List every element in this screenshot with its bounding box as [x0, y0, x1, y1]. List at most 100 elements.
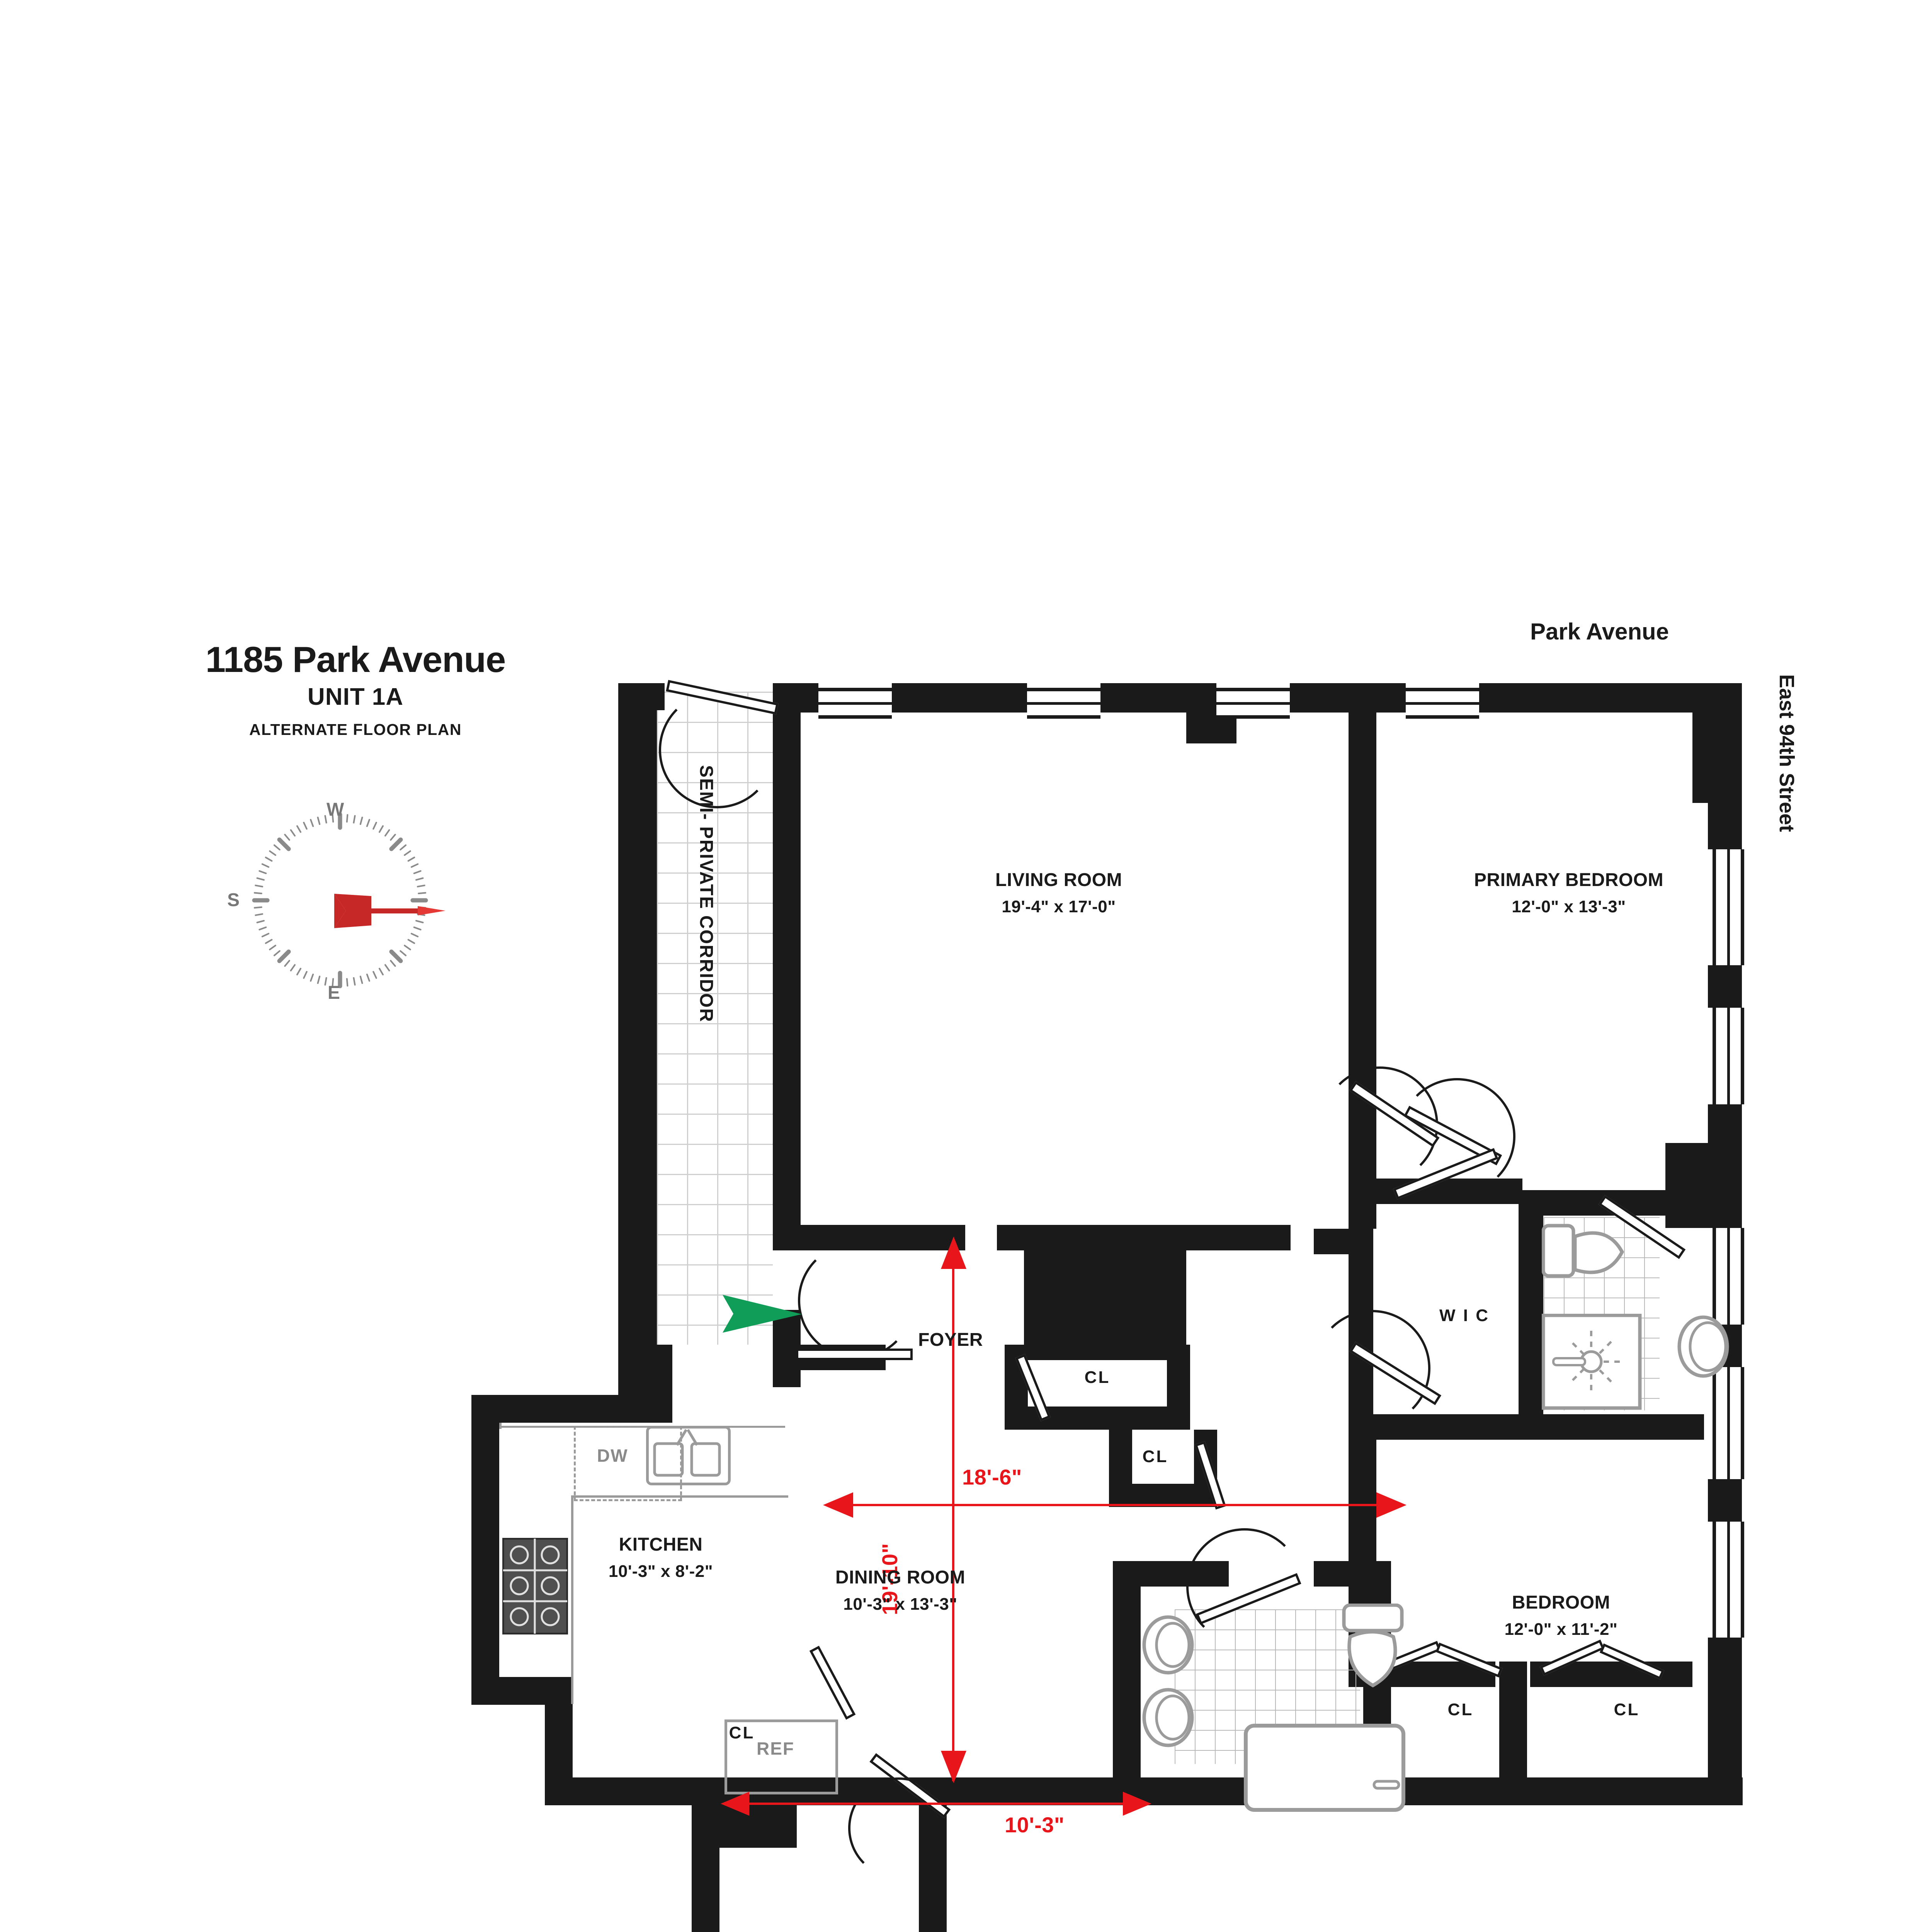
room-dim-bedroom: 12'-0" x 11'-2" — [1504, 1620, 1618, 1639]
dim-arrow-right-18-6 — [1376, 1492, 1406, 1518]
hall-bath-double-sinks-icon — [1142, 1615, 1194, 1747]
space-label-closet-bed-2: CL — [1614, 1700, 1640, 1719]
space-label-closet-kitchen: CL — [729, 1723, 755, 1742]
wall-hallbath-left — [1113, 1561, 1141, 1777]
window-top-4 — [1406, 688, 1479, 719]
wall-right-seg-1 — [1708, 803, 1742, 849]
compass-rose: W S E — [227, 799, 446, 1003]
compass-tickmarks-icon — [252, 812, 428, 988]
room-dim-dining-room: 10'-3" x 13'-3" — [843, 1595, 957, 1614]
wall-top-segment-1 — [773, 683, 818, 713]
wall-wic-right — [919, 1805, 947, 1932]
hall-bath-toilet-icon — [1342, 1604, 1404, 1688]
wall-wic-primary-jamb — [1314, 1229, 1350, 1254]
space-label-closet-bed-1: CL — [1447, 1700, 1474, 1719]
dim-arrow-down-19-10 — [941, 1751, 966, 1783]
window-top-2 — [1027, 688, 1100, 719]
door-arc-primary-bath — [1399, 1078, 1515, 1195]
wall-corridor-bottom-left — [618, 1345, 672, 1399]
wall-closet-foyer1-bottom — [1005, 1406, 1190, 1430]
wall-living-bottom-left — [799, 1225, 965, 1250]
door-leaf-entry — [796, 1349, 913, 1360]
space-label-corridor: SEMI- PRIVATE CORRIDOR — [696, 765, 716, 1023]
wall-bedroom-closet-divider — [1499, 1662, 1527, 1777]
wall-bottom-right — [1360, 1777, 1743, 1805]
dim-arrow-up-19-10 — [941, 1236, 966, 1269]
window-top-3 — [1216, 688, 1290, 719]
wall-right-seg-6 — [1708, 1638, 1742, 1804]
wall-top-segment-3 — [1100, 683, 1216, 713]
primary-shower-icon — [1542, 1314, 1642, 1410]
room-label-foyer: FOYER — [918, 1330, 983, 1350]
kitchen-sink-faucet-icon — [653, 1429, 721, 1477]
wall-right-seg-5 — [1708, 1479, 1742, 1522]
wall-primary-bath-left — [1519, 1204, 1543, 1436]
wall-living-primary-divider — [1349, 710, 1376, 1228]
wall-kitchen-left — [471, 1395, 499, 1704]
door-arc-hall-bath — [1186, 1528, 1303, 1645]
wall-wic-primary-bottom — [1349, 1414, 1546, 1440]
primary-sink-icon — [1677, 1315, 1729, 1378]
dim-label-10-3: 10'-3" — [1005, 1813, 1065, 1837]
room-label-kitchen: KITCHEN — [619, 1534, 703, 1555]
wall-wic-jamb-left — [719, 1805, 797, 1848]
wall-top-segment-4 — [1290, 683, 1406, 713]
window-right-3 — [1713, 1228, 1744, 1325]
street-label-park-avenue: Park Avenue — [1530, 619, 1669, 645]
door-leaf-closet-kitchen — [809, 1646, 856, 1720]
dim-arrow-left-10-3 — [721, 1792, 749, 1816]
window-top-1 — [818, 688, 892, 719]
bathtub-icon — [1244, 1724, 1405, 1812]
wall-closet-foyer1-right — [1167, 1345, 1190, 1430]
wall-top-left-stub — [618, 683, 665, 710]
wall-top-segment-2 — [892, 683, 1027, 713]
refrigerator-outline — [724, 1719, 838, 1794]
kitchen-counter-edge — [499, 1423, 502, 1429]
compass-needle-icon — [334, 894, 446, 928]
page-title: 1185 Park Avenue — [205, 639, 506, 680]
plan-subtitle: ALTERNATE FLOOR PLAN — [249, 721, 462, 738]
window-right-4 — [1713, 1367, 1744, 1479]
wall-corridor-right — [773, 713, 801, 1226]
compass-label-west: W — [327, 799, 344, 820]
door-arc-wic-lower — [848, 1777, 949, 1879]
wall-corridor-left — [618, 710, 657, 1367]
wall-right-seg-2 — [1708, 965, 1742, 1008]
kitchen-counter-side — [571, 1495, 573, 1704]
title-block: 1185 Park Avenue UNIT 1A ALTERNATE FLOOR… — [128, 641, 583, 739]
primary-toilet-icon — [1542, 1224, 1624, 1278]
space-label-closet-foyer-2: CL — [1142, 1447, 1168, 1466]
dim-line-10-3 — [746, 1803, 1128, 1805]
compass-label-east: E — [328, 983, 340, 1003]
unit-label: UNIT 1A — [307, 684, 404, 710]
room-dim-living-room: 19'-4" x 17'-0" — [1002, 897, 1116, 916]
room-label-living-room: LIVING ROOM — [995, 870, 1122, 890]
wall-kitchen-bottom — [545, 1777, 719, 1805]
window-right-2 — [1713, 1008, 1744, 1104]
street-label-east-94th: East 94th Street — [1775, 674, 1798, 832]
wall-hallbath-top-left — [1113, 1561, 1229, 1587]
wall-kitchen-top — [471, 1395, 672, 1423]
door-arc-bedroom — [1314, 1310, 1430, 1427]
compass-label-south: S — [227, 890, 240, 910]
window-right-1 — [1713, 849, 1744, 965]
room-label-dining-room: DINING ROOM — [835, 1567, 966, 1588]
dishwasher-label: DW — [597, 1446, 628, 1466]
room-dim-kitchen: 10'-3" x 8'-2" — [608, 1562, 713, 1581]
wall-wic-primary-left — [1349, 1204, 1373, 1436]
room-label-bedroom: BEDROOM — [1512, 1592, 1611, 1613]
refrigerator-label: REF — [757, 1738, 794, 1759]
room-label-primary-bedroom: PRIMARY BEDROOM — [1474, 870, 1664, 890]
kitchen-sink-basin — [646, 1426, 731, 1485]
wall-wic-left — [692, 1805, 719, 1932]
space-label-wic-primary: W I C — [1439, 1306, 1490, 1325]
space-label-closet-foyer-1: CL — [1084, 1368, 1111, 1387]
dim-label-18-6: 18'-6" — [962, 1465, 1022, 1489]
dim-arrow-left-18-6 — [823, 1492, 853, 1518]
service-core-chase — [1024, 1229, 1186, 1360]
wall-primary-bath-bottom — [1519, 1414, 1704, 1440]
room-dim-primary-bedroom: 12'-0" x 13'-3" — [1512, 897, 1626, 916]
door-arc-corridor — [659, 692, 776, 808]
entry-direction-arrow — [723, 1295, 802, 1333]
